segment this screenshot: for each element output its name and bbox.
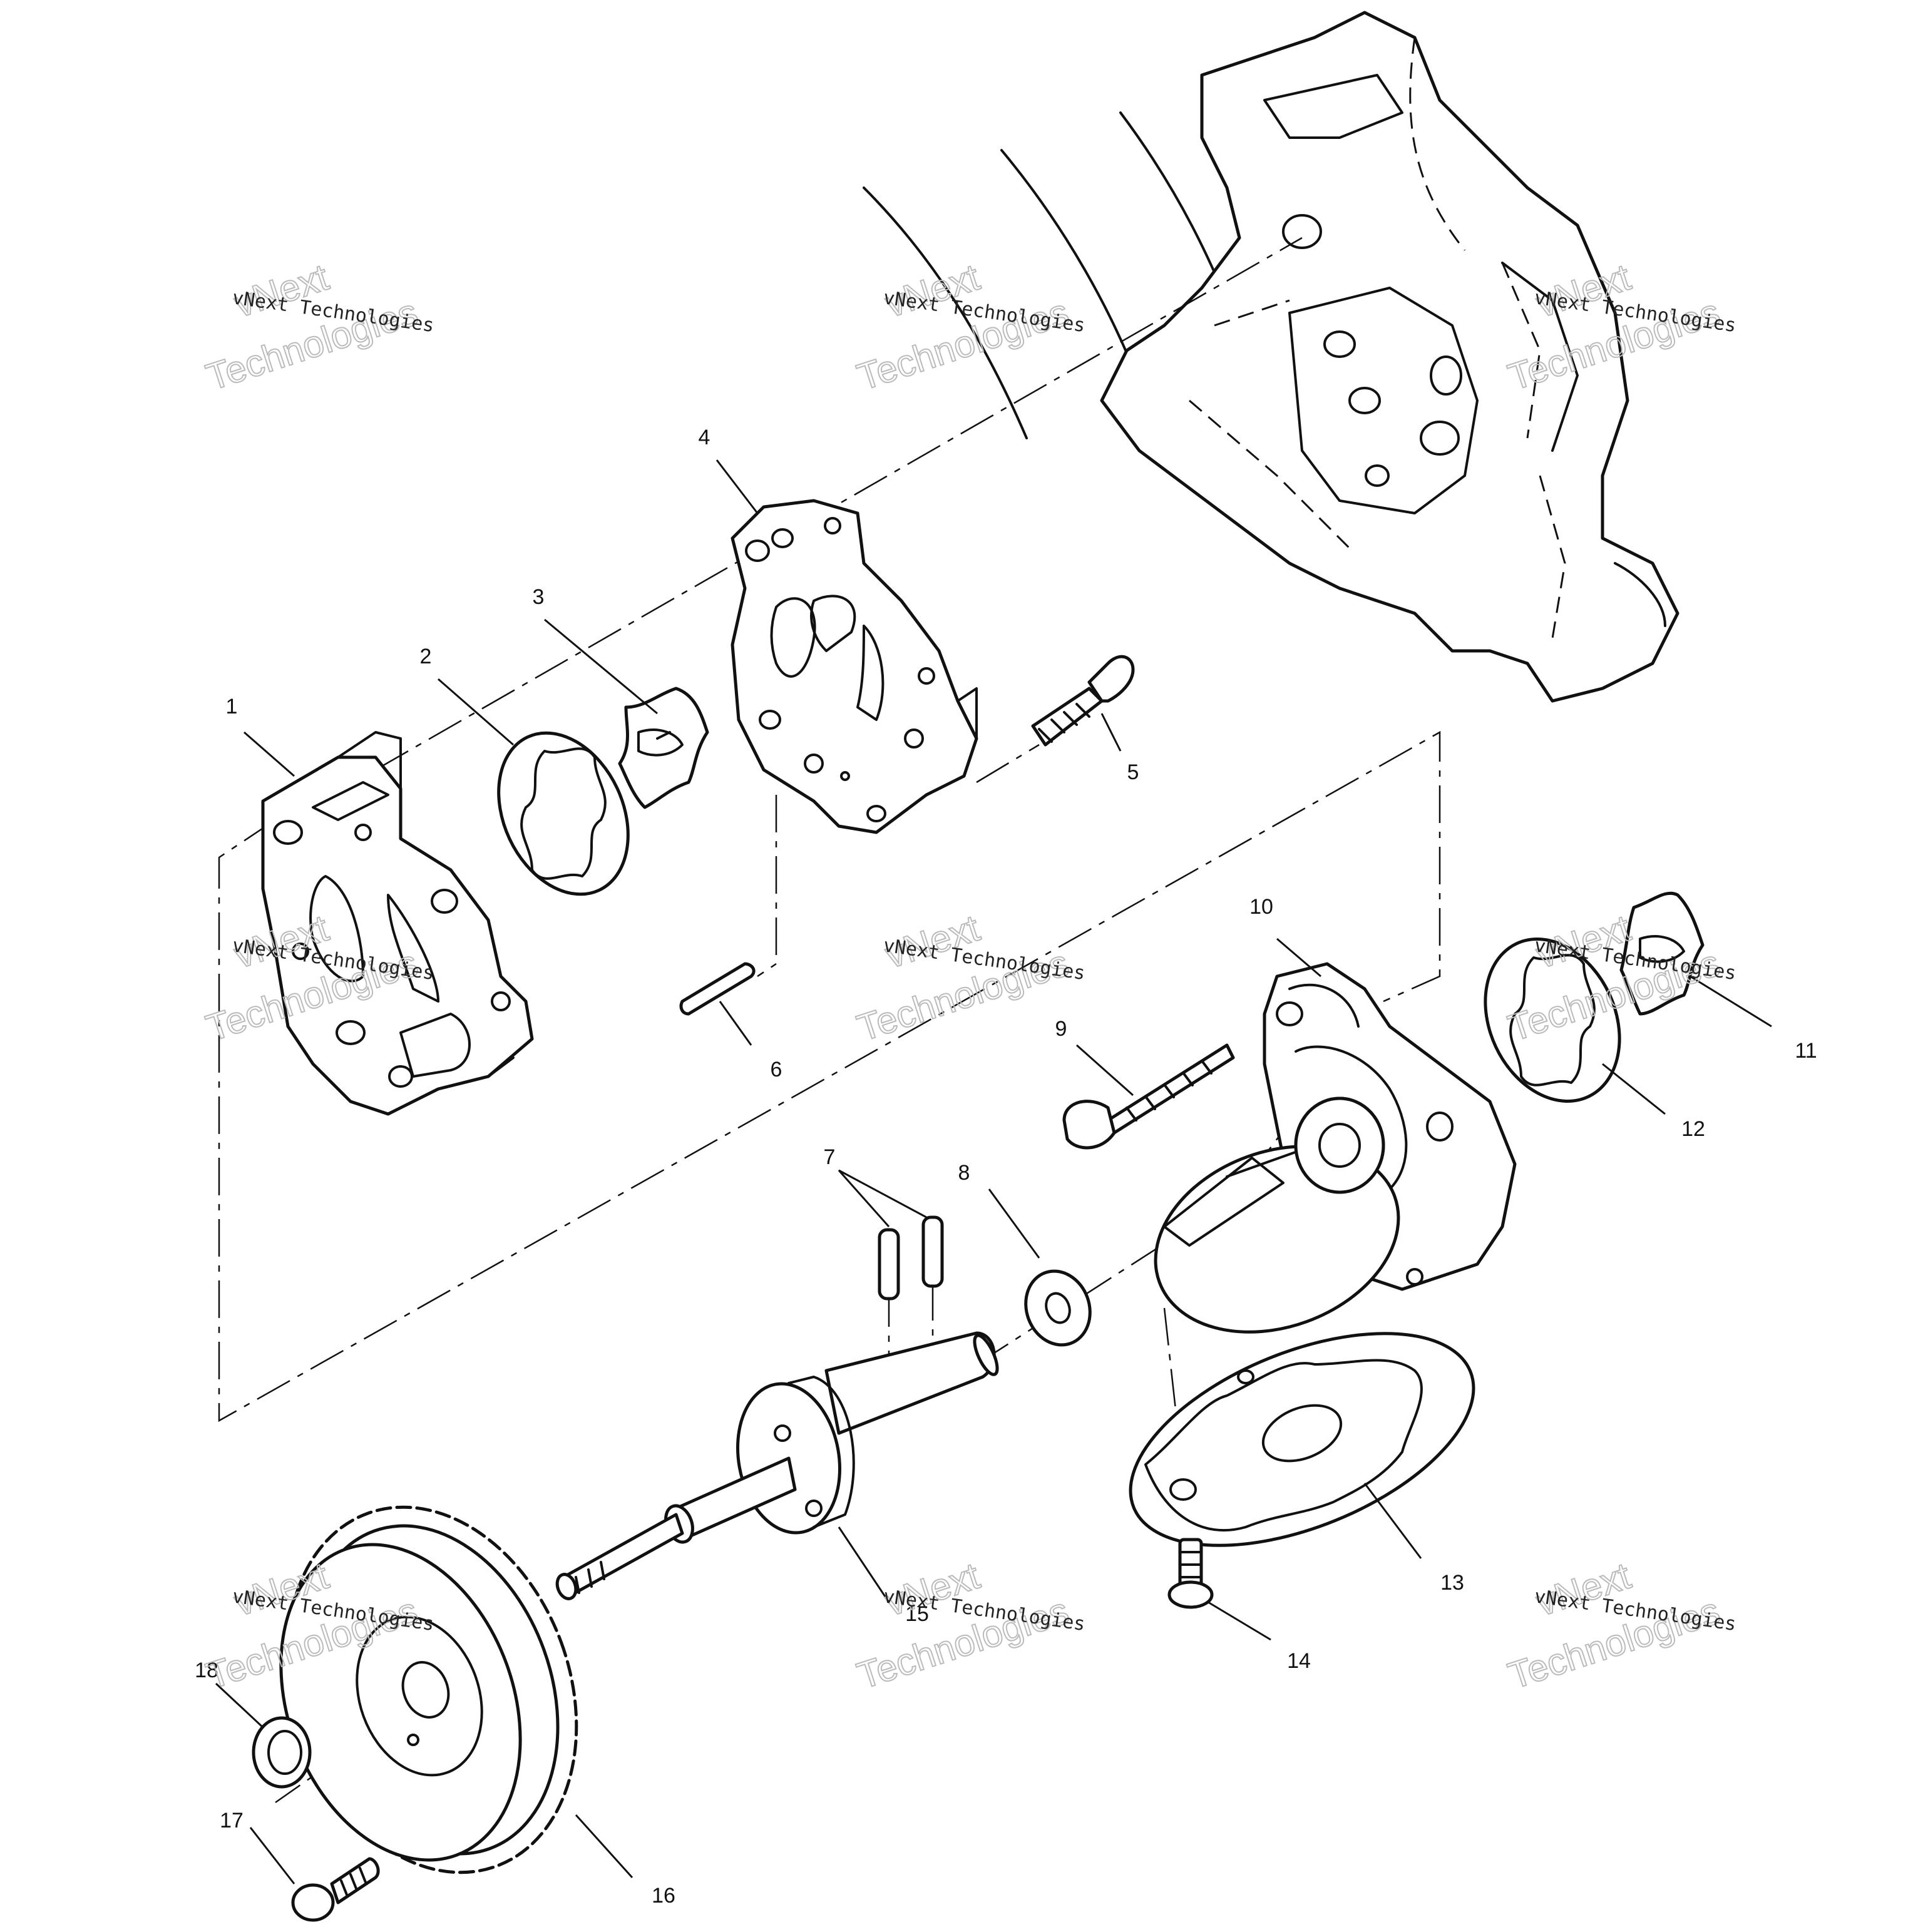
pump-housing-part-10[interactable]: [1129, 962, 1517, 1364]
watermark-mid-center: vNext Technologies vNext Technologies: [851, 906, 1086, 1050]
bolt-part-17[interactable]: [291, 1857, 380, 1922]
leader-lines: [215, 459, 1772, 1884]
callout-7[interactable]: 7: [824, 1145, 836, 1169]
gear-part-16[interactable]: [238, 1466, 626, 1913]
dowel-pin-part-6[interactable]: [679, 962, 756, 1016]
callout-16[interactable]: 16: [652, 1884, 675, 1908]
pins-part-7[interactable]: [878, 1215, 944, 1301]
callout-5[interactable]: 5: [1127, 760, 1139, 784]
callout-4[interactable]: 4: [699, 426, 710, 449]
callout-17[interactable]: 17: [220, 1809, 244, 1832]
callout-13[interactable]: 13: [1440, 1571, 1464, 1595]
callout-6[interactable]: 6: [771, 1058, 782, 1081]
centerline-bolt-5: [976, 744, 1040, 784]
bolt-part-5[interactable]: [1031, 655, 1135, 747]
watermark-bottom-right: vNext Technologies vNext Technologies: [1502, 1554, 1737, 1698]
watermark-top-left: vNext Technologies vNext Technologies: [200, 255, 435, 399]
callout-labels: 1 2 3 4 5 6 7 8 9 10 11 12 13 14 15 16 1…: [195, 426, 1817, 1908]
callout-14[interactable]: 14: [1287, 1649, 1311, 1673]
screw-part-14[interactable]: [1167, 1538, 1214, 1609]
callout-9[interactable]: 9: [1055, 1017, 1067, 1041]
watermark-top-center: vNext Technologies vNext Technologies: [851, 255, 1086, 399]
watermark-bottom-center: vNext Technologies vNext Technologies: [851, 1554, 1086, 1698]
pump-body-part-1[interactable]: [261, 731, 534, 1116]
callout-2[interactable]: 2: [420, 645, 432, 668]
drive-shaft-part-15[interactable]: [554, 1331, 1002, 1601]
long-bolt-part-9[interactable]: [1062, 1043, 1235, 1150]
callout-18[interactable]: 18: [195, 1659, 218, 1682]
crankcase-housing: [863, 11, 1679, 703]
centerline-pin-6: [757, 795, 777, 978]
washer-part-8[interactable]: [1015, 1262, 1100, 1354]
alignment-bracket: [218, 730, 1441, 1423]
centerline-upper: [375, 237, 1303, 771]
callout-1[interactable]: 1: [226, 695, 238, 718]
callout-3[interactable]: 3: [533, 585, 545, 609]
callout-12[interactable]: 12: [1681, 1117, 1705, 1141]
callout-11[interactable]: 11: [1795, 1039, 1817, 1063]
inner-rotor-part-3[interactable]: [618, 687, 709, 809]
callout-8[interactable]: 8: [958, 1161, 970, 1185]
outer-rotor-part-12[interactable]: [1460, 917, 1644, 1123]
inner-rotor-part-11[interactable]: [1619, 891, 1705, 1016]
outer-rotor-part-2[interactable]: [474, 712, 653, 915]
gasket-part-13[interactable]: [1101, 1291, 1504, 1589]
callout-15[interactable]: 15: [905, 1602, 929, 1626]
pump-plate-part-4[interactable]: [731, 499, 978, 834]
callout-10[interactable]: 10: [1249, 895, 1273, 919]
washer-part-18[interactable]: [252, 1716, 312, 1789]
